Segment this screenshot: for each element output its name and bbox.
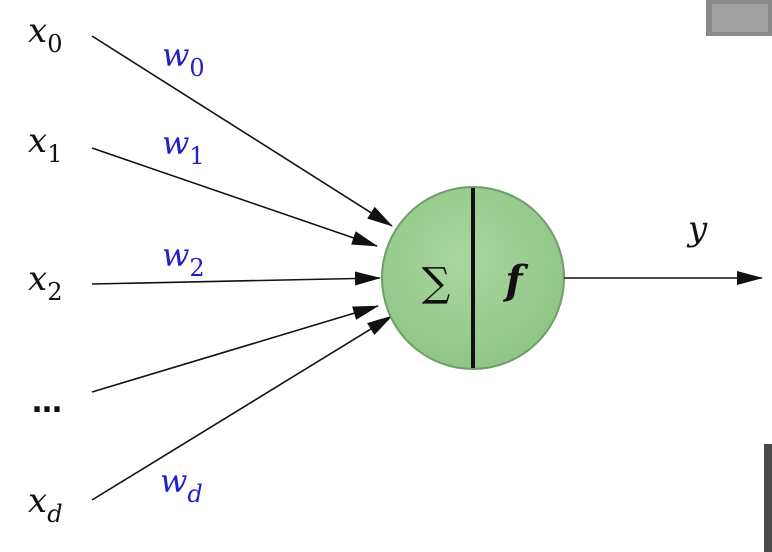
weight-label-w1: w1 [162, 124, 205, 170]
weight-label-w0: w0 [162, 36, 205, 82]
weight-label-wd: wd [160, 462, 203, 508]
dark-bar-fragment [764, 444, 772, 552]
weight-label-w2: w2 [162, 236, 205, 282]
thumbnail-fragment-texture [712, 4, 768, 32]
output-label-y: y [686, 209, 708, 249]
input-label-xd: xd [28, 481, 63, 528]
input-label-ellipsis: … [32, 385, 62, 420]
edge-x0 [91, 35, 393, 227]
sum-symbol: ∑ [422, 260, 451, 306]
input-labels: x0 x1 x2 … xd [28, 11, 63, 528]
edge-x2 [91, 271, 381, 286]
edge-ellipsis [91, 305, 379, 393]
edge-xd [91, 315, 393, 501]
input-edges [91, 35, 393, 501]
input-label-x0: x0 [28, 11, 62, 58]
input-label-x2: x2 [28, 259, 62, 306]
neuron-node: ∑ f [381, 186, 565, 370]
weight-labels: w0 w1 w2 wd [160, 36, 205, 508]
input-label-x1: x1 [28, 121, 62, 168]
edge-x1 [91, 147, 378, 247]
